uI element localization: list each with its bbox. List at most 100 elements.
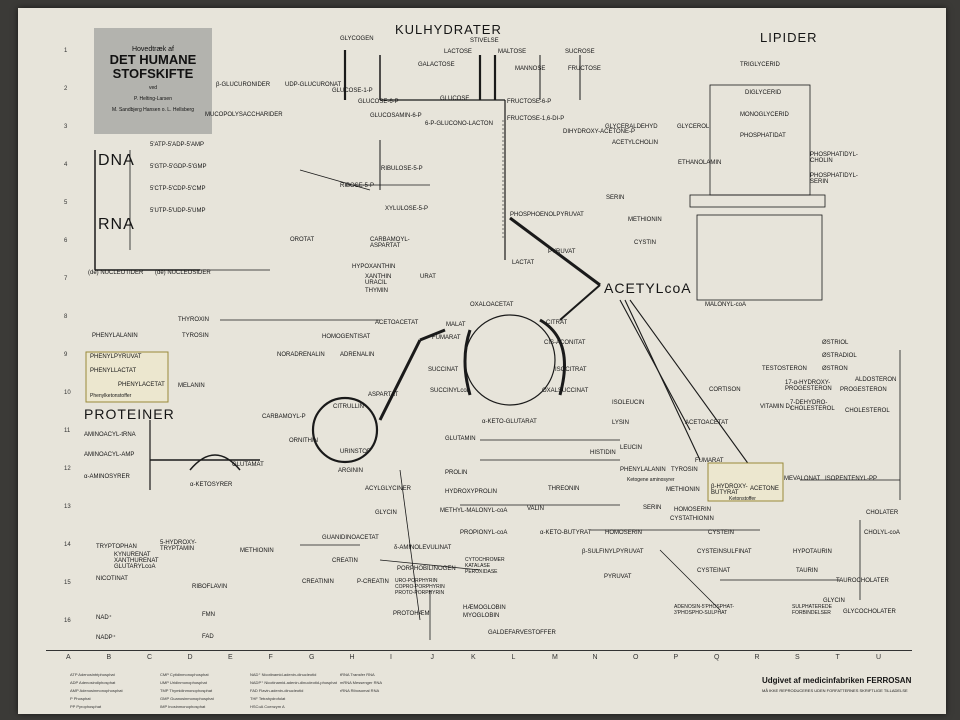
label-maltose: MALTOSE	[498, 49, 527, 55]
label-oestradiol: ØSTRADIOL	[822, 353, 857, 359]
column-letter: A	[66, 654, 71, 661]
column-letter: P	[673, 654, 679, 661]
label-isocitrat: ISOCITRAT	[555, 367, 587, 373]
column-letter: N	[592, 654, 598, 661]
label-tryptophan: TRYPTOPHAN	[96, 544, 137, 550]
row-number: 7	[64, 276, 68, 282]
label-serin: SERIN	[643, 505, 662, 511]
label-nicotinat: NICOTINAT	[96, 576, 128, 582]
label-arginin: ARGININ	[338, 468, 364, 474]
label-homogentisat: HOMOGENTISAT	[322, 334, 371, 340]
label-noradrenalin: NORADRENALIN	[277, 352, 325, 358]
legend-entry: ATP Adenosintriphosphat	[70, 672, 115, 677]
label-acylglyciner: ACYLGLYCINER	[365, 486, 411, 492]
publisher-line1: Udgivet af medicinfabriken FERROSAN	[762, 676, 912, 685]
label-malat: MALAT	[446, 322, 466, 328]
label-thyroxin: THYROXIN	[178, 317, 210, 323]
label-methylmalonyl: METHYL-MALONYL-coA	[440, 508, 508, 514]
label-dehydrocholesterol: 7-DEHYDRO-CHOLESTEROL	[790, 400, 835, 412]
label-glucosamin: GLUCOSAMIN-6-P	[370, 113, 422, 119]
label-cystin: CYSTIN	[634, 240, 657, 246]
label-homoserin-cys: HOMOSERIN	[674, 507, 712, 513]
label-tyrosin-r: TYROSIN	[671, 467, 698, 473]
label-ketonstoffer: Ketonstoffer	[729, 496, 756, 502]
title-line2: STOFSKIFTE	[112, 66, 194, 81]
label-ketoglutarat: α-KETO-GLUTARAT	[482, 419, 537, 425]
label-aminolevulinat: δ-AMINOLEVULINAT	[394, 545, 452, 551]
title-authors2: M. Sandbjerg Hansen o. L. Hellsberg	[112, 107, 194, 113]
row-number: 14	[64, 542, 71, 548]
label-glutarylcoa: GLUTARYLcoA	[114, 564, 156, 570]
label-glucuronider: β-GLUCURONIDER	[216, 82, 271, 88]
label-creatinin: CREATININ	[302, 579, 334, 585]
label-phenyllactat: PHENYLLACTAT	[90, 368, 137, 374]
label-glycerol: GLYCEROL	[677, 124, 710, 130]
label-phenylalanin-r: PHENYLALANIN	[620, 467, 666, 473]
phenylketon-box	[85, 351, 169, 403]
label-citrat: CITRAT	[546, 320, 568, 326]
label-hypotaurin: HYPOTAURIN	[793, 549, 832, 555]
column-letter: J	[430, 654, 435, 661]
label-fumarat: FUMARAT	[432, 335, 461, 341]
label-kynurenat: KYNURENAT	[114, 552, 151, 558]
label-cholater: CHOLATER	[866, 510, 899, 516]
row-number: 5	[64, 200, 68, 206]
label-phenylketon: Phenylketonstoffer	[90, 393, 132, 399]
label-fumarat-r: FUMARAT	[695, 458, 724, 464]
label-acetoacetat: ACETOACETAT	[375, 320, 419, 326]
label-cytochromer: CYTOCHROMER KATALASE PEROXIDASE	[465, 557, 505, 575]
legend-entry: mRNA Messenger RNA	[340, 680, 383, 685]
keton-box	[707, 462, 784, 502]
label-nucleosider: (de) NUCLEOSIDER	[155, 270, 211, 276]
title-ved: ved	[148, 85, 158, 91]
title-pre: Hovedtræk af	[131, 46, 175, 53]
label-prolin: PROLIN	[445, 470, 468, 476]
title-box: Hovedtræk af DET HUMANE STOFSKIFTE ved P…	[94, 28, 212, 134]
label-cysteinsulfinat: CYSTEINSULFINAT	[697, 549, 752, 555]
label-ketogene: Ketogene aminosyrer	[627, 477, 675, 483]
column-letter: K	[471, 654, 476, 661]
row-number: 9	[64, 352, 68, 358]
label-glutamin: GLUTAMIN	[445, 436, 476, 442]
legend-entry: GMP Guanosinmonophosphat	[160, 696, 214, 701]
label-phosphatidylcholin: PHOSPHATIDYL-CHOLIN	[810, 152, 858, 164]
row-number: 11	[64, 428, 71, 434]
legend-entry: rRNA Ribosomal RNA	[340, 688, 380, 693]
label-cysteinat: CYSTEINAT	[697, 568, 731, 574]
column-letter: R	[754, 654, 760, 661]
legend-entry: tRNA Transfer RNA	[340, 672, 375, 677]
row-number: 10	[64, 390, 71, 396]
column-letter: H	[349, 654, 355, 661]
label-mucopoly: MUCOPOLYSACCHARIDER	[205, 112, 283, 118]
label-glycin: GLYCIN	[375, 510, 397, 516]
legend-entry: AMP Adenosinmonophosphat	[70, 688, 123, 693]
label-fructose6p: FRUCTOSE-6-P	[507, 99, 552, 105]
label-ribose: RIBOSE-5-P	[340, 183, 375, 189]
label-galdefarve: GALDEFARVESTOFFER	[488, 630, 556, 636]
label-orotat: OROTAT	[290, 237, 315, 243]
label-oestriol: ØSTRIOL	[822, 340, 849, 346]
label-isopentenyl: ISOPENTENYL-PP	[825, 476, 878, 482]
label-riboflavin: RIBOFLAVIN	[192, 584, 228, 590]
label-oestron: ØSTRON	[822, 366, 848, 372]
label-atps: 5'ATP-5'ADP-5'AMP	[150, 142, 205, 148]
label-urat: URAT	[420, 274, 436, 280]
label-propionylcoa: PROPIONYL-coA	[460, 530, 508, 536]
label-serotonin: 5-HYDROXY-TRYPTAMIN	[160, 540, 197, 552]
label-udprib: 5'UTP-5'UDP-5'UMP	[150, 208, 206, 214]
label-progesteron: PROGESTERON	[840, 387, 887, 393]
row-number: 1	[64, 48, 68, 54]
column-letter: E	[228, 654, 233, 661]
row-number: 12	[64, 466, 71, 472]
urea-cycle	[311, 396, 379, 464]
label-pyruvat: PYRUVAT	[548, 249, 576, 255]
title-authors1: P. Helting-Larsen	[134, 96, 172, 102]
section-proteiner: PROTEINER	[84, 406, 175, 422]
column-letter: O	[633, 654, 639, 661]
section-lipider: LIPIDER	[760, 30, 818, 45]
label-phenylacetat: PHENYLACETAT	[118, 382, 165, 388]
label-succinylcoa: SUCCINYLcoA	[430, 388, 471, 394]
label-aminoacylamp: AMINOACYL-AMP	[84, 452, 135, 458]
label-ornithin: ORNITHIN	[289, 438, 318, 444]
